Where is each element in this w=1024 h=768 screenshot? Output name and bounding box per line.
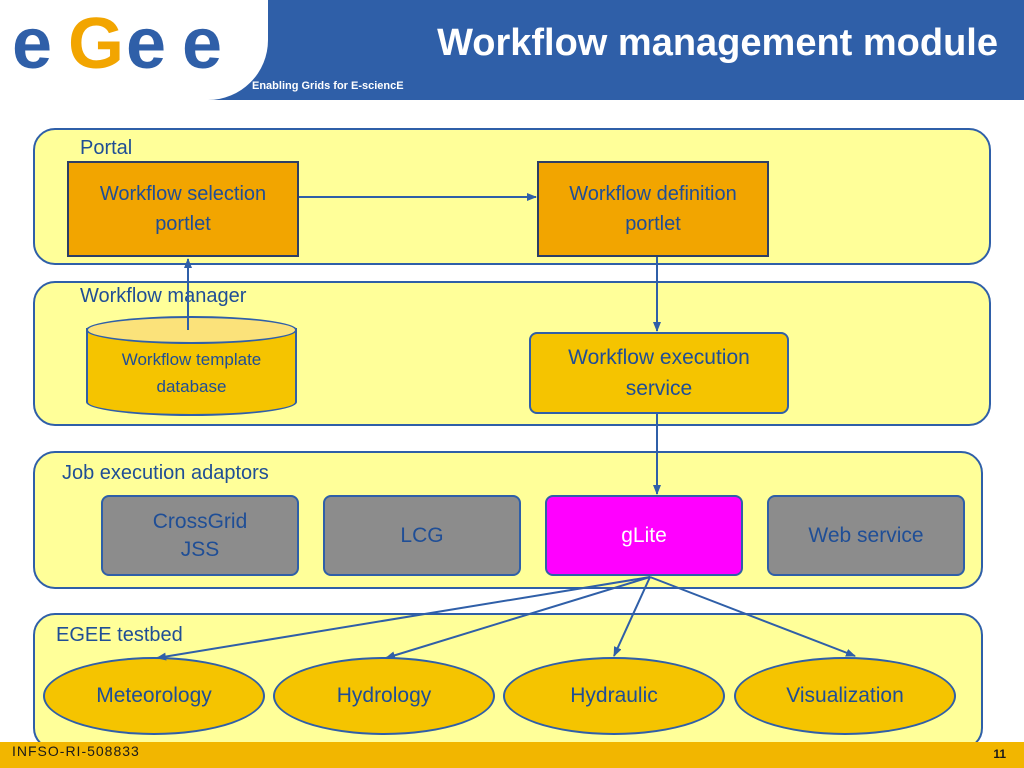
egee-logo-g: G: [68, 14, 124, 78]
egee-logo-e2: e: [126, 14, 166, 78]
arrow-glite-to-visualization: [649, 576, 856, 657]
crossgrid-jss-adaptor: CrossGrid JSS: [101, 495, 299, 576]
page-number: 11: [993, 747, 1006, 761]
lcg-adaptor: LCG: [323, 495, 521, 576]
execution-service-line1: Workflow execution: [568, 345, 750, 369]
arrow-glite-to-meteorology: [156, 576, 651, 661]
visualization-node: Visualization: [734, 657, 956, 735]
egee-logo: e G e e: [12, 14, 222, 78]
visualization-label: Visualization: [786, 684, 904, 707]
meteorology-label: Meteorology: [96, 684, 212, 707]
database-line1: Workflow template: [121, 350, 262, 369]
workflow-template-database: Workflow template database: [86, 346, 297, 400]
hydraulic-label: Hydraulic: [570, 684, 658, 707]
hydraulic-node: Hydraulic: [503, 657, 725, 735]
arrow-glite-to-hydraulic: [613, 576, 651, 657]
portal-label: Portal: [80, 137, 133, 159]
slide-title: Workflow management module: [437, 22, 998, 64]
arrow-glite-to-hydrology: [385, 576, 651, 660]
meteorology-node: Meteorology: [43, 657, 265, 735]
logo-area: e G e e: [0, 0, 268, 100]
workflow-definition-line2: portlet: [625, 213, 681, 235]
crossgrid-line1: CrossGrid: [152, 510, 248, 534]
footer-bar: INFSO-RI-508833 11: [0, 742, 1024, 768]
workflow-definition-line1: Workflow definition: [569, 183, 737, 205]
job-adaptors-label: Job execution adaptors: [62, 462, 269, 484]
egee-logo-e1: e: [12, 14, 52, 78]
hydrology-node: Hydrology: [273, 657, 495, 735]
crossgrid-line2: JSS: [180, 537, 220, 561]
workflow-selection-portlet: Workflow selection portlet: [67, 161, 299, 257]
web-service-adaptor: Web service: [767, 495, 965, 576]
hydrology-label: Hydrology: [336, 684, 432, 707]
workflow-selection-line1: Workflow selection: [99, 183, 267, 205]
glite-label: gLite: [621, 523, 667, 547]
workflow-selection-line2: portlet: [155, 213, 211, 235]
execution-service-line2: service: [625, 377, 693, 400]
web-service-label: Web service: [808, 523, 924, 547]
header-bar: e G e e Workflow management module Enabl…: [0, 0, 1024, 100]
glite-adaptor: gLite: [545, 495, 743, 576]
lcg-label: LCG: [400, 523, 444, 547]
database-line2: database: [156, 377, 227, 397]
workflow-manager-label: Workflow manager: [80, 285, 247, 307]
workflow-execution-service: Workflow execution service: [529, 332, 789, 414]
database-cylinder-top: [86, 316, 297, 344]
testbed-label: EGEE testbed: [56, 624, 183, 646]
egee-logo-e3: e: [182, 14, 222, 78]
workflow-definition-portlet: Workflow definition portlet: [537, 161, 769, 257]
footer-project-id: INFSO-RI-508833: [12, 743, 140, 759]
tagline: Enabling Grids for E-sciencE: [252, 80, 404, 92]
